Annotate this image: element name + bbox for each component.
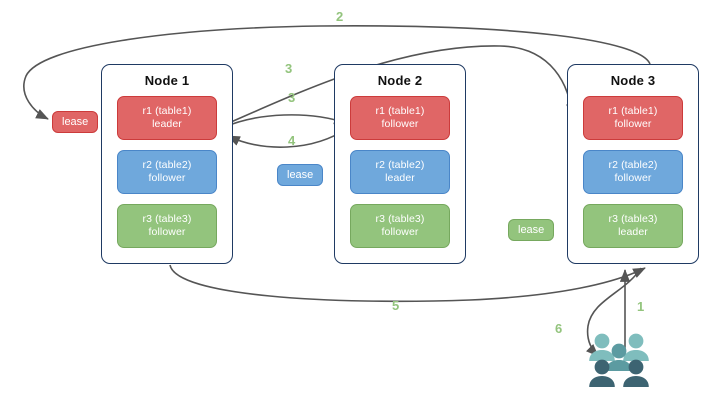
node-1-replica-r3[interactable]: r3 (table3) follower — [117, 204, 217, 248]
replica-role: follower — [614, 118, 652, 130]
users-icon — [589, 333, 649, 387]
node-1-replica-r2[interactable]: r2 (table2) follower — [117, 150, 217, 194]
node-1[interactable]: Node 1 r1 (table1) leader r2 (table2) fo… — [101, 64, 233, 264]
replica-name: r3 (table3) — [375, 213, 425, 225]
replica-name: r1 (table1) — [608, 105, 658, 117]
step-label-2: 2 — [336, 9, 344, 24]
step-label-6: 6 — [555, 321, 563, 336]
node-3[interactable]: Node 3 r1 (table1) follower r2 (table2) … — [567, 64, 699, 264]
replica-name: r3 (table3) — [608, 213, 658, 225]
node-3-replica-r1[interactable]: r1 (table1) follower — [583, 96, 683, 140]
node-2-title: Node 2 — [377, 73, 423, 88]
replica-role: follower — [148, 172, 186, 184]
replica-name: r2 (table2) — [142, 159, 192, 171]
edge-step-5 — [169, 264, 646, 303]
node-1-title: Node 1 — [144, 73, 190, 88]
node-2-replica-r3[interactable]: r3 (table3) follower — [350, 204, 450, 248]
node-2-replica-list: r1 (table1) follower r2 (table2) leader … — [335, 96, 465, 248]
lease-badge-green[interactable]: lease — [508, 219, 555, 241]
replica-name: r1 (table1) — [375, 105, 425, 117]
replica-role: follower — [148, 226, 186, 238]
replica-name: r1 (table1) — [142, 105, 192, 117]
node-3-title: Node 3 — [610, 73, 656, 88]
node-2[interactable]: Node 2 r1 (table1) follower r2 (table2) … — [334, 64, 466, 264]
replica-name: r2 (table2) — [608, 159, 658, 171]
replica-role: follower — [381, 226, 419, 238]
node-3-replica-list: r1 (table1) follower r2 (table2) followe… — [568, 96, 698, 248]
step-label-1: 1 — [637, 299, 645, 314]
replica-role: follower — [381, 118, 419, 130]
step-label-3-upper: 3 — [285, 61, 293, 76]
replica-name: r3 (table3) — [142, 213, 192, 225]
replica-name: r2 (table2) — [375, 159, 425, 171]
node-3-replica-r2[interactable]: r2 (table2) follower — [583, 150, 683, 194]
lease-badge-red[interactable]: lease — [52, 111, 99, 133]
step-label-4: 4 — [288, 133, 296, 148]
node-1-replica-r1[interactable]: r1 (table1) leader — [117, 96, 217, 140]
replica-role: follower — [614, 172, 652, 184]
lease-badge-blue[interactable]: lease — [277, 164, 324, 186]
replica-role: leader — [385, 172, 415, 184]
node-1-replica-list: r1 (table1) leader r2 (table2) follower … — [102, 96, 232, 248]
edge-step-3-to-node2 — [221, 114, 347, 129]
replica-role: leader — [618, 226, 648, 238]
step-label-5: 5 — [392, 298, 400, 313]
node-2-replica-r1[interactable]: r1 (table1) follower — [350, 96, 450, 140]
node-3-replica-r3[interactable]: r3 (table3) leader — [583, 204, 683, 248]
replica-role: leader — [152, 118, 182, 130]
node-2-replica-r2[interactable]: r2 (table2) leader — [350, 150, 450, 194]
step-label-3-lower: 3 — [288, 90, 296, 105]
